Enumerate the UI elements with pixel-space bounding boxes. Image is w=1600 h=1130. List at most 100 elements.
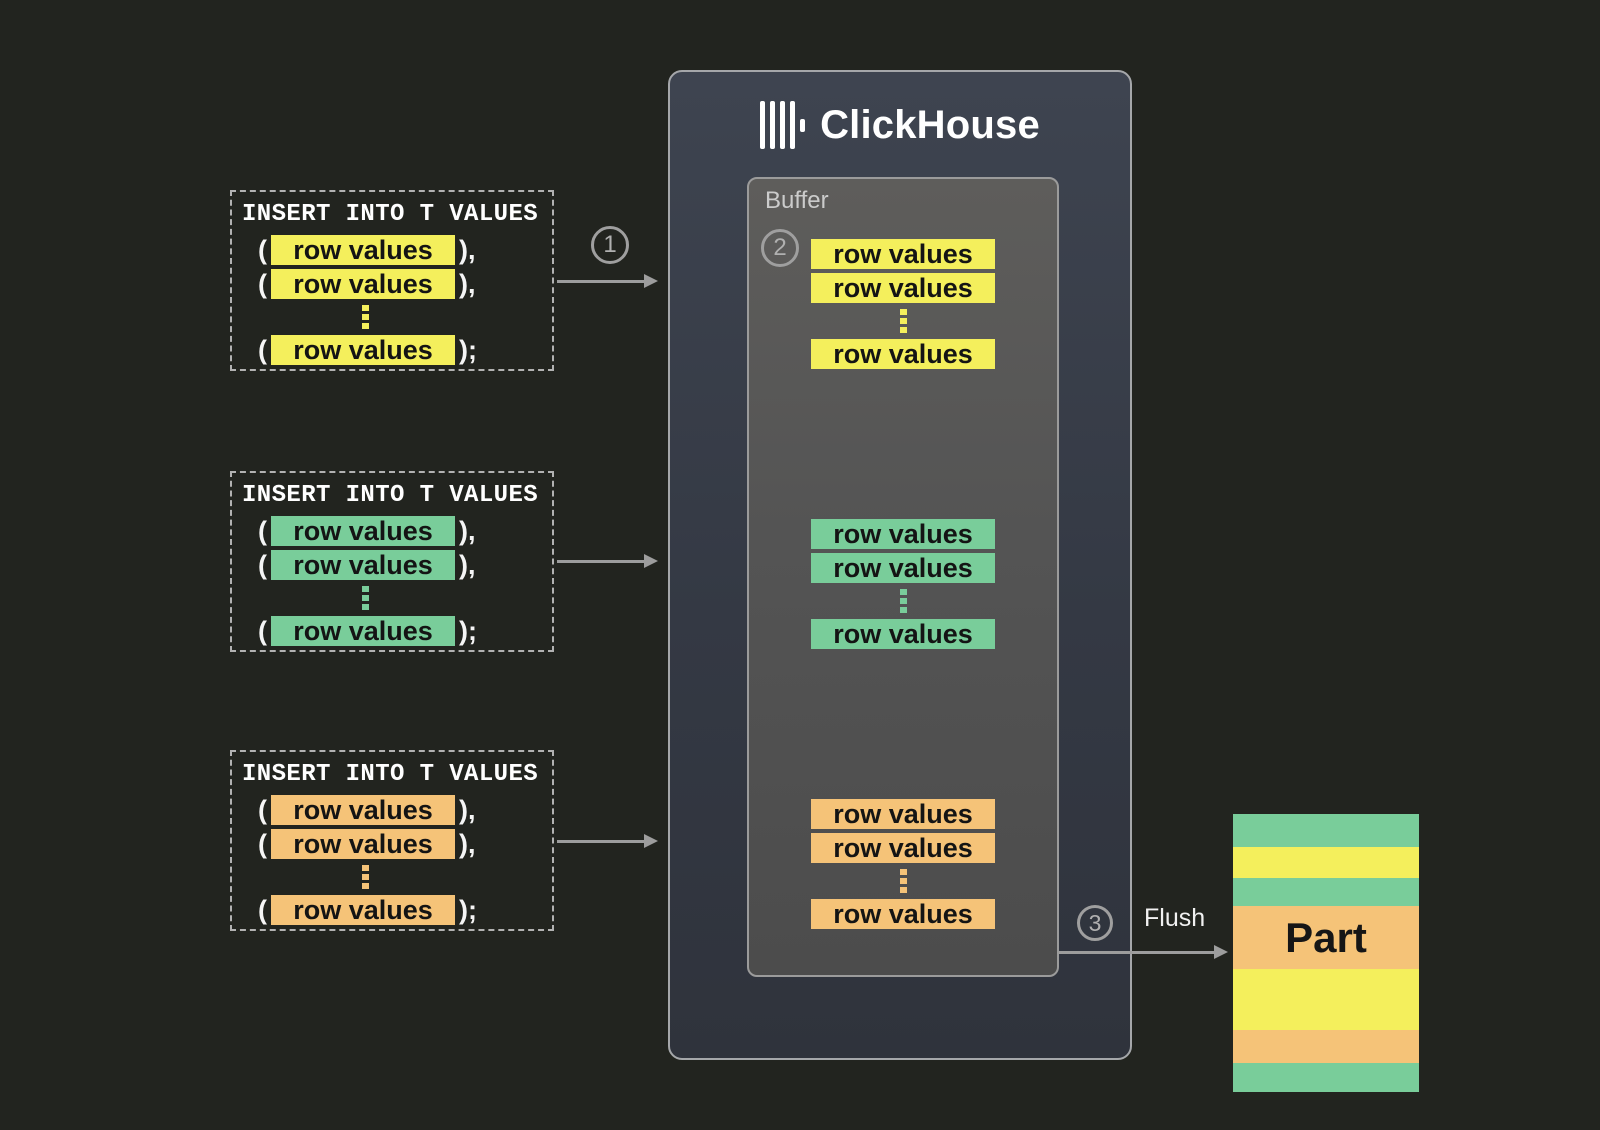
logo-bar [780,101,786,149]
insert-query-block-3: INSERT INTO T VALUES ( row values ), ( r… [230,750,554,931]
clickhouse-title: ClickHouse [820,102,1040,147]
close-paren: ); [459,895,477,925]
ellipsis-dots [362,584,369,612]
dot [362,604,369,610]
insert-rows: ( row values ), ( row values ), ( row va… [258,795,552,925]
row-values-chip: row values [271,895,455,925]
open-paren: ( [258,269,267,299]
dot [899,607,907,613]
buffer-row: row values [811,339,995,369]
step-1-badge: 1 [591,226,629,264]
buffer-row: row values [811,619,995,649]
ellipsis-dots [362,863,369,891]
insert-arrow-1 [557,274,658,288]
insert-query-block-1: INSERT INTO T VALUES ( row values ), ( r… [230,190,554,371]
insert-row: ( row values ), [258,795,476,825]
part-stripe [1233,847,1419,878]
open-paren: ( [258,829,267,859]
insert-query-block-2: INSERT INTO T VALUES ( row values ), ( r… [230,471,554,652]
ellipsis-dots [899,867,907,895]
insert-title: INSERT INTO T VALUES [242,201,539,228]
buffer-group-green: row values row values row values [749,519,1057,649]
insert-row: ( row values ); [258,616,477,646]
part-block: Part [1233,814,1419,1092]
insert-row: ( row values ); [258,335,477,365]
step-3-badge: 3 [1077,905,1113,941]
clickhouse-header: ClickHouse [670,96,1130,154]
row-values-chip: row values [271,616,455,646]
step-2-badge: 2 [761,229,799,267]
part-stripe [1233,1030,1419,1063]
row-values-chip: row values [271,795,455,825]
clickhouse-panel: ClickHouse Buffer 2 row values row value… [668,70,1132,1060]
insert-row: ( row values ), [258,235,476,265]
ellipsis-dots [362,303,369,331]
insert-rows: ( row values ), ( row values ), ( row va… [258,235,552,365]
dot [899,887,907,893]
part-stripe: Part [1233,906,1419,969]
part-stripe [1233,878,1419,906]
open-paren: ( [258,616,267,646]
insert-arrow-3 [557,834,658,848]
logo-bar [790,101,796,149]
part-stripe [1233,969,1419,1030]
dot [899,878,907,884]
insert-row: ( row values ), [258,550,476,580]
row-values-chip: row values [271,516,455,546]
close-paren: ), [459,516,476,546]
buffer-row: row values [811,799,995,829]
logo-bar [760,101,766,149]
dot [899,598,907,604]
dot [362,865,369,871]
buffer-panel: Buffer 2 row values row values row value… [747,177,1059,977]
open-paren: ( [258,235,267,265]
flush-arrow [1059,945,1228,959]
ellipsis-dots [899,587,907,615]
close-paren: ); [459,335,477,365]
dot [362,883,369,889]
close-paren: ), [459,795,476,825]
buffer-group-yellow: row values row values row values [749,239,1057,369]
insert-title: INSERT INTO T VALUES [242,482,539,509]
dot [362,314,369,320]
buffer-label: Buffer [765,187,829,214]
open-paren: ( [258,895,267,925]
dot [362,586,369,592]
close-paren: ), [459,235,476,265]
row-values-chip: row values [271,335,455,365]
close-paren: ), [459,550,476,580]
dot [899,318,907,324]
insert-row: ( row values ), [258,829,476,859]
part-label: Part [1285,913,1367,961]
logo-bar [770,101,776,149]
dot [362,305,369,311]
buffer-row: row values [811,833,995,863]
buffer-row: row values [811,273,995,303]
open-paren: ( [258,550,267,580]
insert-arrow-2 [557,554,658,568]
buffer-group-orange: row values row values row values [749,799,1057,929]
insert-row: ( row values ); [258,895,477,925]
dot [899,869,907,875]
part-stripe [1233,1063,1419,1092]
open-paren: ( [258,516,267,546]
open-paren: ( [258,795,267,825]
dot [899,589,907,595]
row-values-chip: row values [271,829,455,859]
insert-title: INSERT INTO T VALUES [242,761,539,788]
row-values-chip: row values [271,550,455,580]
buffer-row: row values [811,553,995,583]
flush-label: Flush [1144,904,1206,932]
dot [899,309,907,315]
buffer-row: row values [811,519,995,549]
insert-row: ( row values ), [258,516,476,546]
buffer-row: row values [811,239,995,269]
row-values-chip: row values [271,269,455,299]
logo-bar-short [800,118,806,132]
open-paren: ( [258,335,267,365]
buffer-row: row values [811,899,995,929]
ellipsis-dots [899,307,907,335]
dot [362,323,369,329]
part-stripe [1233,814,1419,847]
